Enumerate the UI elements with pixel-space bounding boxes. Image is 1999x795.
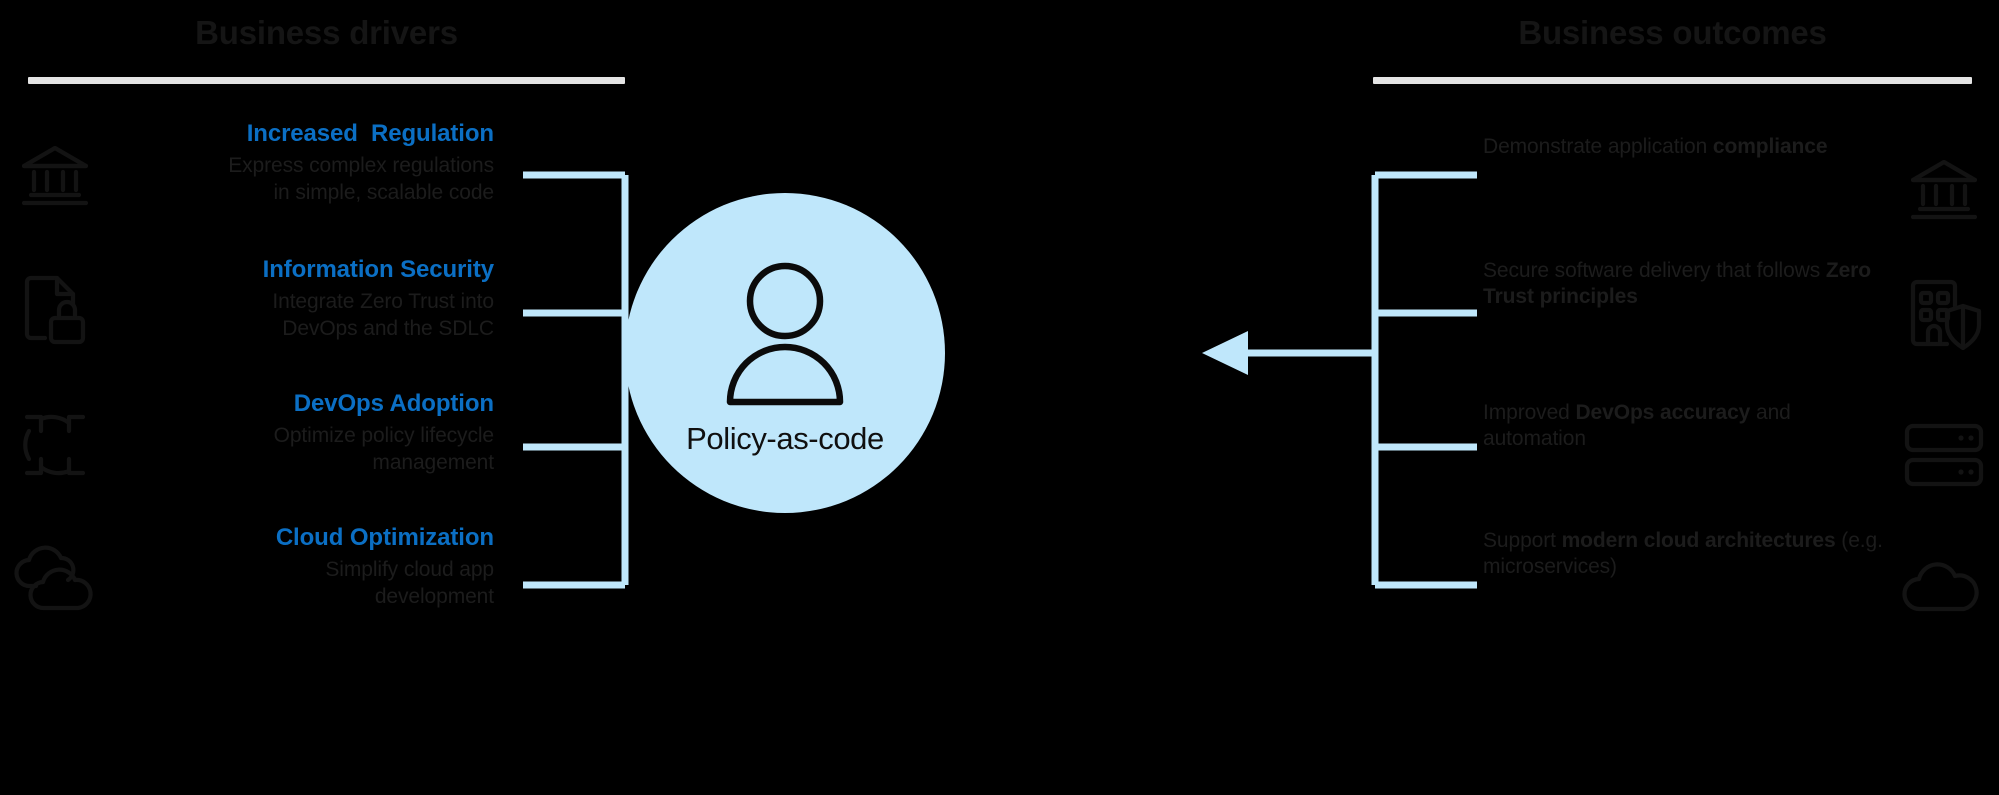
outcome-segment: Support [1483, 529, 1562, 552]
driver-item-information-security[interactable]: Information Security Integrate Zero Trus… [0, 256, 500, 376]
driver-title: Increased Regulation [246, 120, 494, 147]
driver-text: Increased Regulation Express complex reg… [110, 120, 500, 206]
outcome-item-zero-trust[interactable]: Secure software delivery that follows Ze… [1479, 258, 1999, 378]
outcome-text: Support modern cloud architectures (e.g.… [1479, 528, 1889, 581]
driver-item-devops-adoption[interactable]: DevOps Adoption Optimize policy lifecycl… [0, 390, 500, 510]
outcome-item-compliance[interactable]: Demonstrate application compliance [1479, 134, 1999, 254]
bank-icon [1889, 134, 1999, 244]
right-column-header: Business outcomes [1373, 16, 1972, 84]
outcome-segment: Secure software delivery that follows [1483, 259, 1826, 282]
driver-item-increased-regulation[interactable]: Increased Regulation Express complex reg… [0, 120, 500, 240]
bank-icon [0, 120, 110, 230]
building-shield-icon [1889, 258, 1999, 368]
driver-item-cloud-optimization[interactable]: Cloud Optimization Simplify cloud app de… [0, 524, 500, 644]
outcome-segment-bold: modern cloud architectures [1561, 529, 1836, 552]
driver-text: DevOps Adoption Optimize policy lifecycl… [110, 390, 500, 476]
cycle-arrows-icon [0, 390, 110, 500]
driver-description: Optimize policy lifecycle management [273, 424, 495, 474]
arrow-left-icon [1202, 331, 1248, 375]
driver-text: Cloud Optimization Simplify cloud app de… [110, 524, 500, 610]
left-column-title: Business drivers [195, 14, 458, 51]
driver-description: Integrate Zero Trust into DevOps and the… [272, 290, 494, 340]
outcome-segment-bold: DevOps accuracy [1575, 401, 1751, 424]
cloud-icon [1889, 528, 1999, 638]
driver-title: Cloud Optimization [275, 524, 494, 551]
outcome-segment: (e.g. microservices) [1483, 529, 1883, 579]
center-node-policy-as-code[interactable]: Policy-as-code [625, 193, 945, 513]
driver-title: DevOps Adoption [293, 390, 494, 417]
driver-title: Information Security [262, 256, 494, 283]
driver-description: Express complex regulations in simple, s… [228, 154, 494, 204]
outcome-item-devops-accuracy[interactable]: Improved DevOps accuracy and automation [1479, 400, 1999, 520]
left-header-rule [28, 77, 625, 84]
document-lock-icon [0, 256, 110, 366]
center-node-label: Policy-as-code [686, 421, 884, 456]
clouds-icon [0, 524, 110, 634]
right-header-rule [1373, 77, 1972, 84]
outcome-text: Secure software delivery that follows Ze… [1479, 258, 1889, 311]
outcome-segment-bold: Zero Trust principles [1483, 259, 1871, 309]
outcome-segment-bold: compliance [1712, 135, 1828, 158]
outcome-text: Improved DevOps accuracy and automation [1479, 400, 1889, 453]
driver-text: Information Security Integrate Zero Trus… [110, 256, 500, 342]
driver-description: Simplify cloud app development [325, 558, 494, 608]
right-column-title: Business outcomes [1518, 14, 1827, 51]
outcome-item-modern-cloud[interactable]: Support modern cloud architectures (e.g.… [1479, 528, 1999, 648]
person-icon [719, 257, 851, 407]
outcome-segment: and automation [1483, 401, 1791, 451]
outcome-segment: Improved [1483, 401, 1576, 424]
outcome-text: Demonstrate application compliance [1479, 134, 1889, 160]
servers-icon [1889, 400, 1999, 510]
right-connector-bracket [1190, 170, 1480, 590]
left-column-header: Business drivers [28, 16, 625, 84]
outcome-segment: Demonstrate application [1483, 135, 1713, 158]
